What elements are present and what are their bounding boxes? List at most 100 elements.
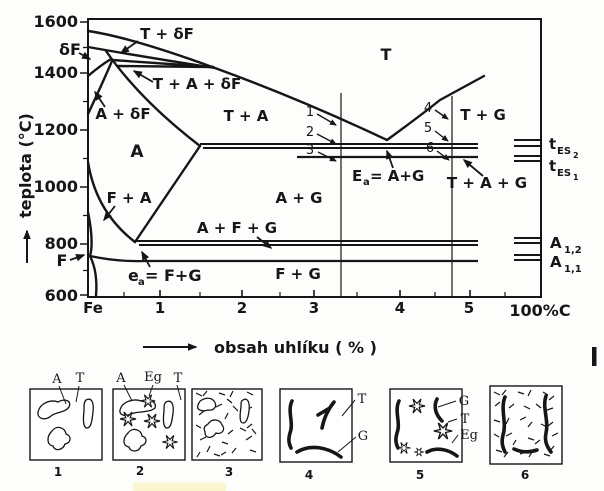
micro1-label-a: A [51, 372, 62, 387]
austenite-blobs [37, 398, 94, 451]
hypereutectic-liquidus-line [385, 74, 486, 142]
micro4-number: 4 [305, 468, 313, 482]
micro2-number: 2 [136, 464, 144, 478]
micro5-label-eg: Eg [460, 428, 478, 443]
arrow-t-a-df [132, 70, 154, 83]
marker-4: 4 [424, 101, 432, 116]
micrograph-5: G T Eg 5 [389, 388, 478, 482]
label-delta-f: δF [59, 40, 81, 59]
x-axis-title: obsah uhlíku ( % ) [214, 338, 377, 357]
numbered-markers: 1 2 3 4 5 6 [306, 101, 450, 162]
micrograph-4: T G 4 [279, 388, 368, 482]
svg-text:ES: ES [557, 168, 571, 179]
svg-text:e: e [128, 266, 139, 285]
x-tick-1: 1 [155, 299, 165, 317]
label-f: F [57, 251, 68, 270]
right-temperature-labels: t ES 2 t ES 1 A 1,2 A 1,1 [549, 135, 582, 275]
arrow-f-a [103, 205, 116, 222]
micro6-number: 6 [521, 468, 529, 482]
svg-text:A: A [550, 253, 562, 271]
y-axis-ticks [80, 21, 88, 296]
fine-structure-dashes [195, 390, 257, 458]
graphite-flakes [500, 394, 553, 454]
label-a-df: A + δF [95, 105, 150, 123]
marker-5: 5 [424, 121, 432, 136]
label-a11: A 1,1 [550, 253, 582, 275]
micro4-label-t: T [358, 392, 367, 407]
label-t: T [381, 45, 392, 64]
arrow-t-a-g [462, 159, 484, 177]
right-edge-level-ticks [514, 139, 541, 261]
x-tick-100c: 100%C [509, 301, 570, 320]
yellow-highlight-strip [133, 482, 226, 491]
micro1-number: 1 [54, 465, 62, 479]
svg-text:ES: ES [557, 146, 571, 157]
micro4-label-g: G [358, 429, 368, 444]
label-a12: A 1,2 [550, 234, 582, 256]
svg-text:= A+G: = A+G [370, 167, 424, 185]
micro5-label-g: G [459, 394, 469, 409]
svg-text:t: t [549, 157, 556, 175]
svg-text:1: 1 [573, 173, 579, 182]
arrow-eutectic [386, 149, 394, 169]
arrow-f [69, 254, 86, 262]
marker-2: 2 [306, 125, 314, 140]
svg-text:a: a [363, 177, 370, 188]
x-tick-5: 5 [464, 299, 474, 317]
annotation-arrows [69, 40, 484, 268]
micro2-label-t: T [174, 371, 183, 386]
x-axis-ticks [123, 290, 506, 297]
micro3-number: 3 [225, 465, 233, 479]
x-tick-3: 3 [309, 299, 319, 317]
label-tes1: t ES 1 [549, 157, 579, 182]
tes2-line [200, 143, 478, 149]
label-tes2: t ES 2 [549, 135, 579, 160]
a12-line [135, 240, 478, 246]
y-tick-1000: 1000 [33, 177, 78, 196]
svg-text:A: A [550, 234, 562, 252]
x-tick-4: 4 [395, 299, 405, 317]
micrograph-row: A T 1 A Eg T 2 [29, 370, 563, 482]
y-tick-1600: 1600 [33, 12, 78, 31]
micro2-label-a: A [115, 371, 126, 386]
graphite-flakes [287, 399, 343, 459]
micro5-number: 5 [416, 468, 424, 482]
svg-text:1,2: 1,2 [564, 245, 582, 256]
label-t-g: T + G [460, 106, 506, 124]
label-t-df: T + δF [140, 25, 194, 43]
austenite-blobs [196, 397, 250, 439]
micro5-label-t: T [461, 412, 470, 427]
marker-3: 3 [306, 143, 314, 158]
arrow-t-df [119, 40, 139, 54]
page-edge-mark [592, 347, 597, 366]
y-tick-1200: 1200 [33, 120, 78, 139]
svg-text:E: E [352, 167, 362, 185]
x-tick-fe: Fe [83, 299, 103, 317]
eutectic-point-label: E a = A+G [352, 167, 424, 188]
label-a-f-g: A + F + G [197, 219, 277, 237]
label-t-a-g: T + A + G [447, 174, 527, 192]
micrograph-3: 3 [191, 388, 263, 479]
svg-text:2: 2 [573, 151, 579, 160]
arrow-a-f-g [256, 236, 273, 249]
label-f-a: F + A [107, 189, 152, 207]
y-tick-1400: 1400 [33, 63, 78, 82]
arrow-a-df [94, 90, 106, 108]
arrow-delta-f [78, 51, 92, 60]
label-t-a: T + A [224, 107, 269, 125]
y-tick-800: 800 [45, 234, 78, 253]
y-tick-600: 600 [45, 286, 78, 305]
micrograph-1: A T 1 [29, 371, 103, 479]
svg-text:= F+G: = F+G [145, 266, 201, 285]
label-a: A [130, 142, 144, 162]
arrow-eutectoid [141, 250, 151, 268]
micrograph-2: A Eg T 2 [112, 370, 186, 478]
svg-text:a: a [138, 277, 145, 288]
graphite-flakes [394, 397, 459, 458]
marker-6: 6 [426, 141, 434, 156]
marker-1: 1 [306, 105, 314, 120]
a11-line [89, 254, 478, 263]
micro1-label-t: T [76, 371, 85, 386]
